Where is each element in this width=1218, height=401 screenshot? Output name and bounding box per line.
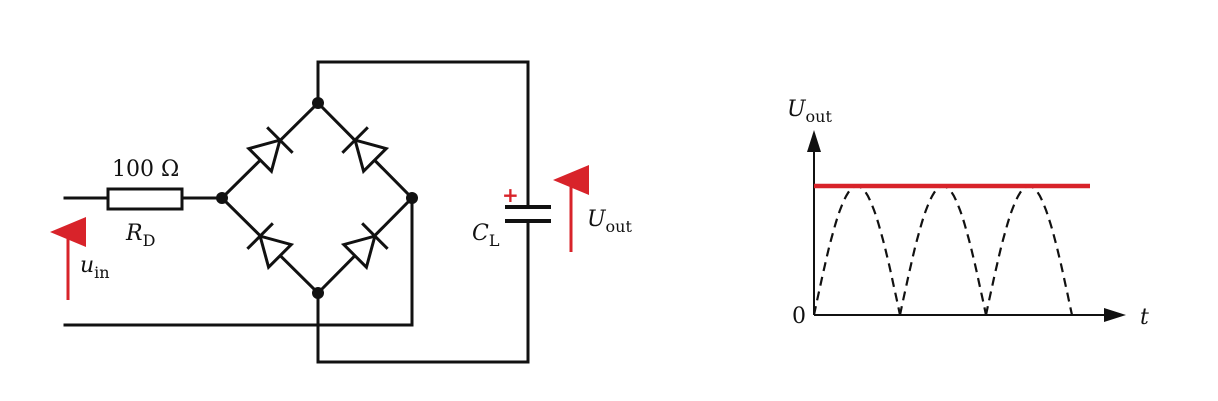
node-right — [406, 192, 418, 204]
diode-top-right — [341, 126, 390, 175]
origin-label: 0 — [792, 304, 806, 329]
resistor-rd — [106, 187, 184, 211]
diode-bottom-right — [340, 222, 389, 271]
output-waveform-graph: Uout t 0 — [787, 97, 1149, 330]
output-wire-bottom — [316, 219, 530, 364]
node-bottom — [312, 287, 324, 299]
output-wire-top — [316, 60, 530, 209]
x-axis-label: t — [1140, 305, 1149, 330]
capacitor-polarity-label: + — [502, 183, 519, 207]
y-axis-arrowhead — [807, 130, 821, 152]
node-top — [312, 97, 324, 109]
y-axis-label: Uout — [787, 97, 832, 126]
node-left — [216, 192, 228, 204]
output-voltage-label: Uout — [587, 207, 632, 236]
input-voltage-label: uin — [80, 253, 110, 282]
diode-top-left — [245, 126, 294, 175]
rectifier-circuit: 100 Ω RD uin CL + Uout — [50, 60, 632, 364]
capacitor-label: CL — [472, 221, 500, 250]
diode-bottom-left — [246, 222, 295, 271]
resistor-value-label: 100 Ω — [112, 157, 179, 182]
rectified-waveform — [812, 184, 1074, 316]
resistor-name-label: RD — [125, 221, 155, 250]
x-axis-arrowhead — [1104, 308, 1126, 322]
